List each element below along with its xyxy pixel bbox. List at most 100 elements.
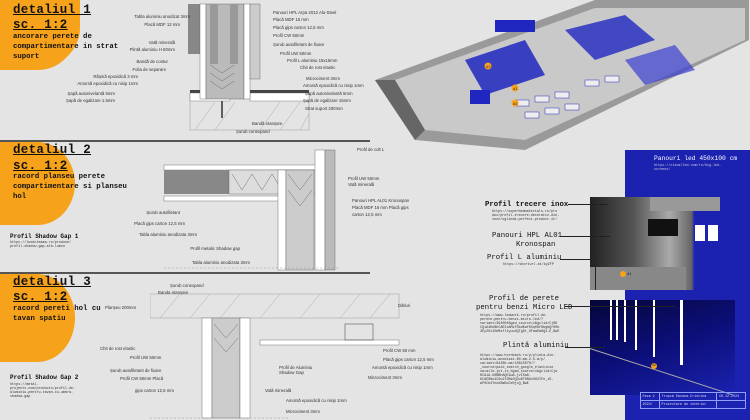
label: Amorsă epoxidică cu nisip 1mm bbox=[77, 81, 138, 86]
led-title: Panouri led 450x100 cm bbox=[654, 155, 738, 162]
hpl-title: Panouri HPL AL01 bbox=[492, 232, 563, 240]
author: Trușcă Daiana-Cristina bbox=[659, 392, 718, 401]
label: Profil L aluminiu 15x15mm bbox=[287, 58, 338, 63]
label: Șurub conexpand bbox=[236, 129, 270, 134]
detail-2-subtitle: racord planseu perete compartimentare si… bbox=[13, 173, 127, 201]
label: Banda etanșare bbox=[158, 290, 189, 295]
microled-title: Profil de perete bbox=[489, 295, 560, 303]
label: Amorsă epoxidică cu nisip 1mm bbox=[372, 365, 433, 370]
marker-label: d1 bbox=[627, 271, 632, 276]
detail-1-drawing bbox=[188, 3, 310, 131]
label: Vată minerală bbox=[348, 182, 375, 187]
label: Bandă de contur bbox=[136, 59, 168, 64]
detail-3-title: detaliul 3 bbox=[13, 275, 92, 289]
date: 10.12.2024 bbox=[716, 392, 746, 401]
detail-1-subtitle: ancorare perete de compartimentare in st… bbox=[13, 33, 119, 61]
lprof-title: Profil L aluminiu bbox=[487, 254, 562, 262]
profile-name: Profil Shadow Gap 1 bbox=[10, 233, 79, 240]
label: Placă gips carton 12,5 mm bbox=[383, 357, 434, 362]
label: Vată minerală bbox=[265, 388, 292, 393]
label: Microciment 3mm bbox=[368, 375, 402, 380]
label: Strat suport 200mm bbox=[305, 106, 343, 111]
detail-1-title: detaliul 1 bbox=[13, 3, 92, 17]
course: Proiectare de interior bbox=[659, 400, 718, 409]
year: 2024/ bbox=[639, 400, 661, 409]
label: Șapă de egalizare 1.5mm bbox=[66, 98, 115, 103]
label: Panouri HPL AL01 Kronospan bbox=[352, 198, 410, 203]
label: Placă MDF 16 mm Placă gips bbox=[352, 205, 409, 210]
phase: Faza 2 bbox=[639, 392, 661, 401]
label: Rășină epoxidică 3 mm bbox=[93, 74, 138, 79]
label: Profil UW 50mm bbox=[280, 51, 312, 56]
marker-dot bbox=[651, 363, 657, 369]
divider bbox=[0, 140, 370, 142]
detail-3-scale: sc. 1:2 bbox=[13, 290, 68, 304]
detail-2-title: detaliul 2 bbox=[13, 143, 92, 157]
label: Profil CW 50 mm bbox=[383, 348, 416, 353]
label: Șapă de egalizare 15mm bbox=[303, 98, 351, 103]
label: Shadow Gap bbox=[279, 370, 304, 375]
label: Profil CW 50mm Placă bbox=[120, 376, 164, 381]
label: Plintă aluminiu H 60mm bbox=[129, 47, 175, 52]
microled-url[interactable]: https://www.ledwork.ro/profil-de- perete… bbox=[480, 314, 560, 334]
inox-url[interactable]: https://superbedmaterials.ro/pro dus/pro… bbox=[492, 210, 560, 222]
empty-cell bbox=[716, 400, 746, 409]
orange-circle-1b bbox=[0, 0, 75, 70]
detail-1-scale: sc. 1:2 bbox=[13, 18, 68, 32]
label: Bandă etanșare bbox=[252, 121, 283, 126]
photo-led-wall: d2 bbox=[589, 300, 735, 396]
label: Șapă autonivelantă 5mm bbox=[67, 91, 115, 96]
isometric-render bbox=[375, 0, 749, 150]
label: Planșeu 200mm bbox=[105, 305, 137, 310]
render-marker: d3 bbox=[486, 64, 491, 69]
detail-2-drawing bbox=[163, 149, 339, 271]
marker-label: d2 bbox=[652, 363, 656, 367]
render-marker: d2 bbox=[513, 101, 518, 106]
label: Șurub autofiletant bbox=[146, 210, 180, 215]
detail-3-subtitle: racord pereti hol cu tavan spatiu bbox=[13, 305, 101, 323]
label: Profil de colt L bbox=[357, 147, 385, 152]
led-url[interactable]: https://visualled.com/ro/big-led- screen… bbox=[654, 164, 722, 172]
label: Profil metalic Shadow gap bbox=[190, 246, 240, 251]
profile-name: Profil Shadow Gap 2 bbox=[10, 374, 79, 381]
plinta-url[interactable]: https://www.hornbach.ro/p/plinta-din- al… bbox=[480, 354, 558, 386]
detail-2-scale: sc. 1:2 bbox=[13, 159, 68, 173]
orange-circle-2 bbox=[0, 142, 75, 225]
label: Șurub autofiletant de fixare bbox=[110, 368, 162, 373]
label: Panouri HPL Arpa 2012 Alu-Steel bbox=[273, 10, 337, 15]
label: Microciment 3mm bbox=[306, 76, 340, 81]
label: Tabla aluminiu anodizata 3mm bbox=[138, 232, 197, 237]
label: Chit de rost elastic bbox=[100, 346, 136, 351]
label: Amorsă epoxidică cu nisip 1mm bbox=[303, 83, 364, 88]
label: Profil UW 50mm bbox=[130, 355, 162, 360]
label: Șurub autofiletant de fixare bbox=[273, 42, 325, 47]
label: Microciment 3mm bbox=[286, 409, 320, 414]
orange-circle-3 bbox=[0, 274, 75, 362]
label: Placă MDF 16 mm bbox=[273, 17, 309, 22]
label: Folia de separare bbox=[132, 67, 166, 72]
label: Chit de rost elastic bbox=[300, 65, 336, 70]
divider bbox=[0, 272, 370, 274]
profile-url[interactable]: https://metal- projects.com/products/pro… bbox=[10, 383, 76, 399]
label: Profil CW 50mm bbox=[273, 33, 305, 38]
label: Tabla aluminiu anodizata 3mm bbox=[191, 260, 250, 265]
hpl-title-2: Kronospan bbox=[516, 241, 556, 249]
label: Placă MDF 12 mm bbox=[144, 22, 180, 27]
microled-title-2: pentru benzi Micro LED bbox=[476, 304, 573, 312]
inox-title: Profil trecere inox bbox=[485, 201, 569, 209]
lprof-url[interactable]: https://shorturl.at/kyZFP bbox=[503, 263, 554, 267]
label: carton 12,5 mm bbox=[352, 212, 382, 217]
label: Dibluri bbox=[398, 303, 411, 308]
marker-dot bbox=[620, 271, 626, 277]
plinta-title: Plintă aluminiu bbox=[503, 342, 569, 350]
label: gips carton 12,5 mm bbox=[135, 388, 174, 393]
photo-corridor: d1 bbox=[590, 197, 735, 290]
label: Șapă autonivelantă 5mm bbox=[305, 91, 353, 96]
label: Amorsă epoxidică cu nisip 1mm bbox=[286, 398, 347, 403]
detail-3-drawing bbox=[150, 293, 400, 419]
label: Vată minerală bbox=[148, 40, 175, 45]
render-marker: d1 bbox=[513, 86, 518, 91]
label: Profil UW 50mm bbox=[348, 176, 380, 181]
profile-url[interactable]: https://luminteaaa.ro/produse/ profil-sh… bbox=[10, 241, 72, 249]
label: Profil de Aluminiu bbox=[279, 365, 313, 370]
